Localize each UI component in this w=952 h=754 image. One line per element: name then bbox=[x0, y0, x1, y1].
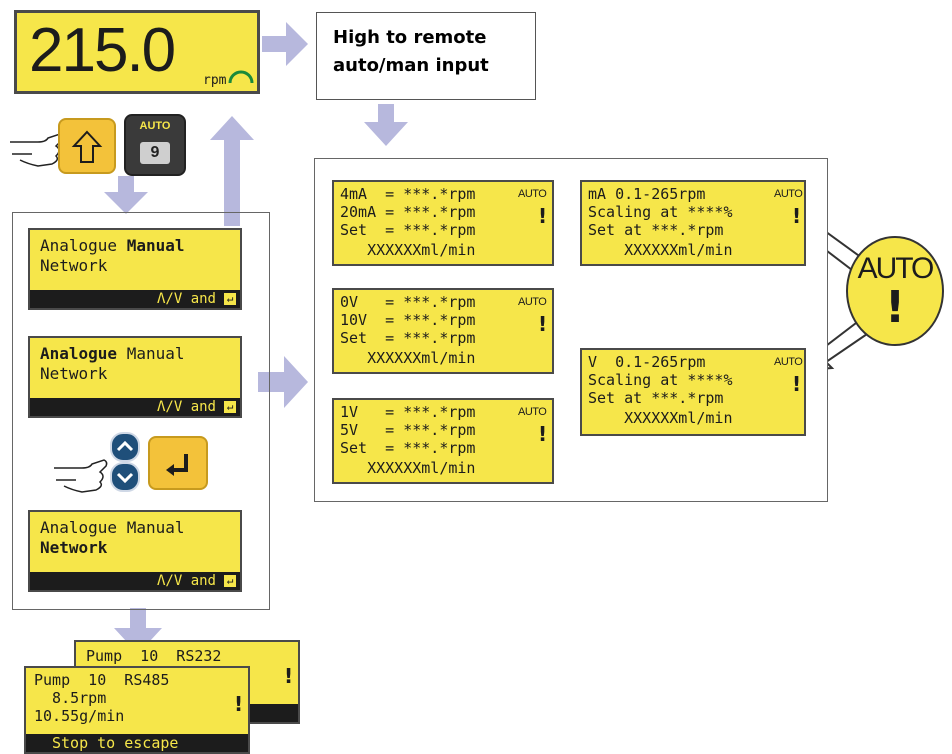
auto-tag: AUTO bbox=[774, 188, 803, 200]
enter-icon: ↵ bbox=[224, 293, 236, 305]
menu-option-network: Network bbox=[40, 364, 108, 383]
screen-1-5v: 1V = ***.*rpm 5V = ***.*rpm Set = ***.*r… bbox=[332, 398, 554, 484]
auto-key-label: AUTO bbox=[139, 120, 171, 132]
line-set: Set at ***.*rpm bbox=[588, 389, 724, 407]
menu-option-analogue: Analogue bbox=[40, 236, 127, 255]
hand-press-icon-2 bbox=[54, 459, 108, 493]
up-arrow-icon bbox=[71, 130, 103, 163]
menu-nav-bar: Λ/V and ↵ bbox=[30, 572, 240, 590]
menu-nav-hint: Λ/V and bbox=[156, 399, 216, 415]
menu-option-analogue-selected: Analogue bbox=[40, 344, 118, 363]
callout-warning-mark: ! bbox=[884, 282, 906, 333]
menu-option-manual-selected: Manual bbox=[126, 236, 185, 255]
arrow-down-1 bbox=[364, 104, 408, 146]
line-flow: XXXXXXml/min bbox=[588, 241, 733, 259]
auto-key[interactable]: AUTO 9 bbox=[124, 114, 186, 176]
network-screen-rs485: Pump 10 RS485 8.5rpm 10.55g/min ! Stop t… bbox=[24, 666, 250, 754]
line-1v: 1V = ***.*rpm bbox=[340, 403, 476, 421]
enter-icon bbox=[166, 454, 188, 476]
menu-screen-network: Analogue Manual Network Λ/V and ↵ bbox=[28, 510, 242, 592]
arrow-down-2 bbox=[104, 176, 148, 214]
chevron-up-icon bbox=[116, 440, 134, 452]
line-range: mA 0.1-265rpm bbox=[588, 185, 706, 203]
enter-icon: ↵ bbox=[224, 575, 236, 587]
menu-screen-manual: Analogue Manual Network Λ/V and ↵ bbox=[28, 228, 242, 310]
callout-auto-label: AUTO bbox=[857, 252, 935, 285]
line-20ma: 20mA = ***.*rpm bbox=[340, 203, 476, 221]
enter-key[interactable] bbox=[148, 436, 208, 490]
arrow-right-1 bbox=[262, 22, 308, 66]
line-flow: XXXXXXml/min bbox=[340, 349, 476, 367]
remote-line2: auto/man input bbox=[333, 55, 489, 76]
arrow-right-2 bbox=[258, 356, 308, 408]
menu-option-network-selected: Network bbox=[40, 538, 108, 557]
up-key[interactable] bbox=[58, 118, 116, 174]
menu-option-analogue: Analogue bbox=[40, 518, 127, 537]
line-flow: XXXXXXml/min bbox=[340, 241, 476, 259]
line-0v: 0V = ***.*rpm bbox=[340, 293, 476, 311]
line-set: Set = ***.*rpm bbox=[340, 221, 476, 239]
up-button[interactable] bbox=[110, 432, 140, 462]
auto-tag: AUTO bbox=[518, 188, 547, 200]
auto-warning-callout: AUTO ! bbox=[846, 236, 944, 346]
warning-mark: ! bbox=[284, 664, 294, 688]
menu-line1: Analogue Manual bbox=[40, 236, 185, 256]
menu-nav-hint: Λ/V and bbox=[156, 573, 216, 589]
screen-0-10v: 0V = ***.*rpm 10V = ***.*rpm Set = ***.*… bbox=[332, 288, 554, 374]
line-4ma: 4mA = ***.*rpm bbox=[340, 185, 476, 203]
running-indicator-icon bbox=[228, 70, 254, 84]
line-rs485: Pump 10 RS485 bbox=[34, 671, 170, 689]
auto-tag: AUTO bbox=[518, 296, 547, 308]
enter-icon: ↵ bbox=[224, 401, 236, 413]
screen-v-range: V 0.1-265rpm Scaling at ****% Set at ***… bbox=[580, 348, 806, 436]
menu-panel bbox=[12, 212, 270, 610]
down-button[interactable] bbox=[110, 462, 140, 492]
menu-option-network: Network bbox=[40, 256, 108, 275]
line-flow: XXXXXXml/min bbox=[340, 459, 476, 477]
line-flow: XXXXXXml/min bbox=[588, 409, 733, 427]
line-set: Set = ***.*rpm bbox=[340, 439, 476, 457]
arrow-down-3 bbox=[114, 608, 162, 654]
screen-4-20ma: 4mA = ***.*rpm 20mA = ***.*rpm Set = ***… bbox=[332, 180, 554, 266]
screen-ma-range: mA 0.1-265rpm Scaling at ****% Set at **… bbox=[580, 180, 806, 266]
warning-mark: ! bbox=[792, 372, 802, 396]
chevron-down-icon bbox=[116, 472, 134, 484]
remote-line1: High to remote bbox=[333, 27, 487, 48]
menu-screen-analogue: Analogue Manual Network Λ/V and ↵ bbox=[28, 336, 242, 418]
warning-mark: ! bbox=[538, 422, 548, 446]
line-set: Set = ***.*rpm bbox=[340, 329, 476, 347]
warning-mark: ! bbox=[234, 692, 244, 716]
line-rs232: Pump 10 RS232 bbox=[86, 647, 222, 665]
menu-nav-hint: Λ/V and bbox=[156, 291, 216, 307]
main-display: 215.0 rpm bbox=[14, 10, 260, 94]
menu-nav-bar: Λ/V and ↵ bbox=[30, 398, 240, 416]
line-flow: 10.55g/min bbox=[34, 707, 125, 725]
menu-line1: Analogue Manual bbox=[40, 518, 185, 538]
auto-tag: AUTO bbox=[518, 406, 547, 418]
main-display-unit: rpm bbox=[203, 73, 227, 88]
menu-option-manual: Manual bbox=[126, 518, 185, 537]
line-scaling: Scaling at ****% bbox=[588, 371, 733, 389]
warning-mark: ! bbox=[538, 312, 548, 336]
line-range: V 0.1-265rpm bbox=[588, 353, 706, 371]
auto-tag: AUTO bbox=[774, 356, 803, 368]
arrow-up-1 bbox=[210, 116, 254, 226]
line-scaling: Scaling at ****% bbox=[588, 203, 733, 221]
menu-line1: Analogue Manual bbox=[40, 344, 185, 364]
warning-mark: ! bbox=[538, 204, 548, 228]
menu-nav-bar: Λ/V and ↵ bbox=[30, 290, 240, 308]
warning-mark: ! bbox=[792, 204, 802, 228]
line-10v: 10V = ***.*rpm bbox=[340, 311, 476, 329]
remote-input-box: High to remote auto/man input bbox=[316, 12, 536, 100]
line-5v: 5V = ***.*rpm bbox=[340, 421, 476, 439]
menu-option-manual: Manual bbox=[117, 344, 185, 363]
line-set: Set at ***.*rpm bbox=[588, 221, 724, 239]
line-speed: 8.5rpm bbox=[34, 689, 107, 707]
stop-bar: Stop to escape bbox=[26, 734, 248, 752]
auto-key-number: 9 bbox=[140, 142, 170, 164]
main-display-value: 215.0 bbox=[29, 16, 176, 85]
